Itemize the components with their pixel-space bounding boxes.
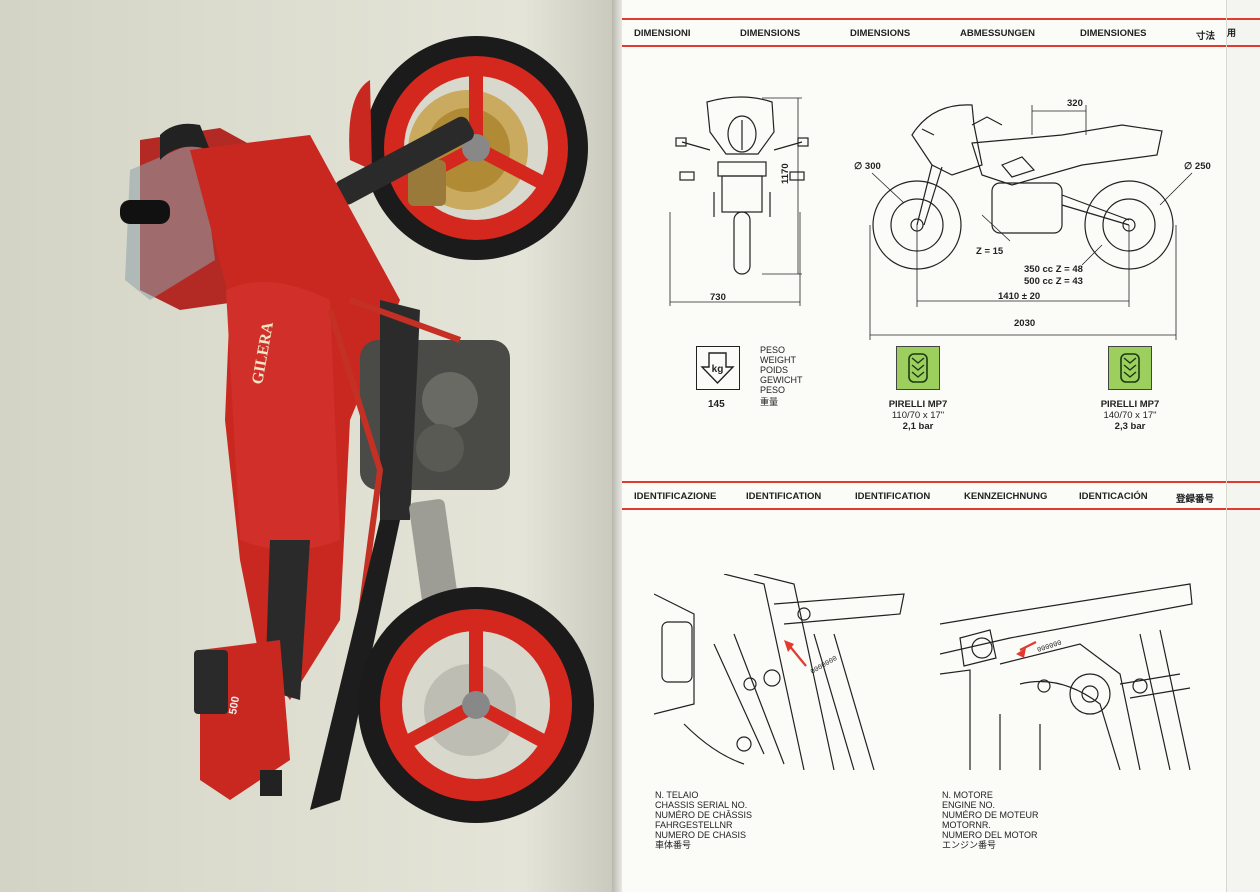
svg-text:000000: 000000 [1036, 639, 1062, 654]
weight-value: 145 [708, 399, 725, 410]
engine-caption-de: MOTORNR. [942, 820, 991, 830]
header-fr: DIMENSIONS [850, 28, 911, 39]
page-gutter [612, 0, 624, 892]
header-jp: 寸法 [1196, 31, 1216, 42]
motorcycle-photo: GILERA 500 [120, 36, 594, 823]
weight-icon: kg [696, 346, 740, 390]
front-height: 1170 [780, 163, 791, 184]
weight-label-it: PESO [760, 345, 786, 355]
front-wheel [364, 36, 588, 260]
weight-label-de: GEWICHT [760, 375, 803, 385]
edge-rule-2 [1227, 45, 1260, 47]
id-header-jp: 登録番号 [1176, 494, 1215, 505]
tyre-rear-pressure: 2,3 bar [1114, 421, 1146, 432]
engine-caption-es: NUMERO DEL MOTOR [942, 830, 1038, 840]
rear-wheel [358, 587, 594, 823]
engine-caption-jp: エンジン番号 [942, 840, 997, 850]
weight-label-en: WEIGHT [760, 355, 796, 365]
motorcycle-photo-page: GILERA 500 [0, 0, 616, 892]
chassis-caption-de: FAHRGESTELLNR [655, 820, 733, 830]
edge-rule-4 [1227, 508, 1260, 510]
front-view-drawing [669, 96, 809, 306]
front-width: 730 [710, 292, 726, 303]
engine-caption: N. MOTORE ENGINE NO. NUMÉRO DE MOTEUR MO… [942, 790, 1039, 850]
edge-rule-top [1227, 18, 1260, 20]
weight-label-jp: 重量 [760, 397, 779, 407]
engine-caption-fr: NUMÉRO DE MOTEUR [942, 810, 1039, 820]
header-es: DIMENSIONES [1080, 28, 1147, 39]
sprocket-350: 350 cc Z = 48 [1024, 264, 1083, 275]
chassis-number-drawing: 0000000 [654, 574, 905, 770]
tyre-rear-name: PIRELLI MP7 [1100, 399, 1160, 410]
header-it: DIMENSIONI [634, 28, 691, 39]
dimensions-header: DIMENSIONI DIMENSIONS DIMENSIONS ABMESSU… [622, 20, 1226, 46]
edge-label-top: 用 [1227, 28, 1237, 38]
id-header-es: IDENTICACIÓN [1079, 491, 1148, 502]
header-de: ABMESSUNGEN [960, 28, 1035, 39]
seat-length: 320 [1067, 98, 1083, 109]
engine-caption-it: N. MOTORE [942, 790, 993, 800]
id-rule-top [622, 481, 1226, 483]
id-rule-bottom [622, 508, 1226, 510]
tyre-rear-specs: PIRELLI MP7 140/70 x 17" 2,3 bar [1070, 399, 1190, 432]
tyre-rear-icon [1108, 346, 1152, 390]
total-length: 2030 [1014, 318, 1036, 329]
weight-label-fr: POIDS [760, 365, 789, 375]
front-sprocket: Z = 15 [976, 246, 1004, 257]
tyre-front-icon [896, 346, 940, 390]
chassis-caption-en: CHASSIS SERIAL NO. [655, 800, 748, 810]
front-disc: ∅ 300 [854, 161, 881, 172]
spec-page: DIMENSIONI DIMENSIONS DIMENSIONS ABMESSU… [622, 0, 1226, 892]
tyre-front-specs: PIRELLI MP7 110/70 x 17" 2,1 bar [858, 399, 978, 432]
wheelbase: 1410 ± 20 [998, 291, 1041, 302]
side-view-drawing [869, 104, 1193, 340]
tyre-front-name: PIRELLI MP7 [888, 399, 948, 410]
id-header-fr: IDENTIFICATION [855, 491, 931, 502]
header-en: DIMENSIONS [740, 28, 801, 39]
svg-text:0000000: 0000000 [810, 655, 839, 677]
chassis-caption-it: N. TELAIO [655, 790, 699, 800]
next-page-edge: 用 [1226, 0, 1260, 892]
id-header-de: KENNZEICHNUNG [964, 491, 1048, 502]
weight-label-es: PESO [760, 385, 786, 395]
identification-header: IDENTIFICAZIONE IDENTIFICATION IDENTIFIC… [622, 483, 1226, 509]
tyre-rear-size: 140/70 x 17" [1103, 410, 1157, 421]
chassis-caption-es: NUMERO DE CHASIS [655, 830, 747, 840]
edge-rule-3 [1227, 481, 1260, 483]
rear-disc: ∅ 250 [1184, 161, 1211, 172]
model-logo: 500 [227, 695, 242, 715]
chassis-caption: N. TELAIO CHASSIS SERIAL NO. NUMÉRO DE C… [655, 790, 752, 850]
id-header-en: IDENTIFICATION [746, 491, 822, 502]
svg-text:kg: kg [712, 364, 724, 375]
engine-caption-en: ENGINE NO. [942, 800, 996, 810]
header-rule-top [622, 18, 1226, 20]
engine-number-drawing: 000000 [940, 583, 1193, 770]
header-rule-bottom [622, 45, 1226, 47]
chassis-caption-jp: 車体番号 [655, 840, 692, 850]
id-header-it: IDENTIFICAZIONE [634, 491, 717, 502]
tyre-front-pressure: 2,1 bar [902, 421, 934, 432]
tyre-front-size: 110/70 x 17" [891, 410, 945, 421]
chassis-caption-fr: NUMÉRO DE CHÂSSIS [655, 810, 753, 820]
sprocket-500: 500 cc Z = 43 [1024, 276, 1083, 287]
